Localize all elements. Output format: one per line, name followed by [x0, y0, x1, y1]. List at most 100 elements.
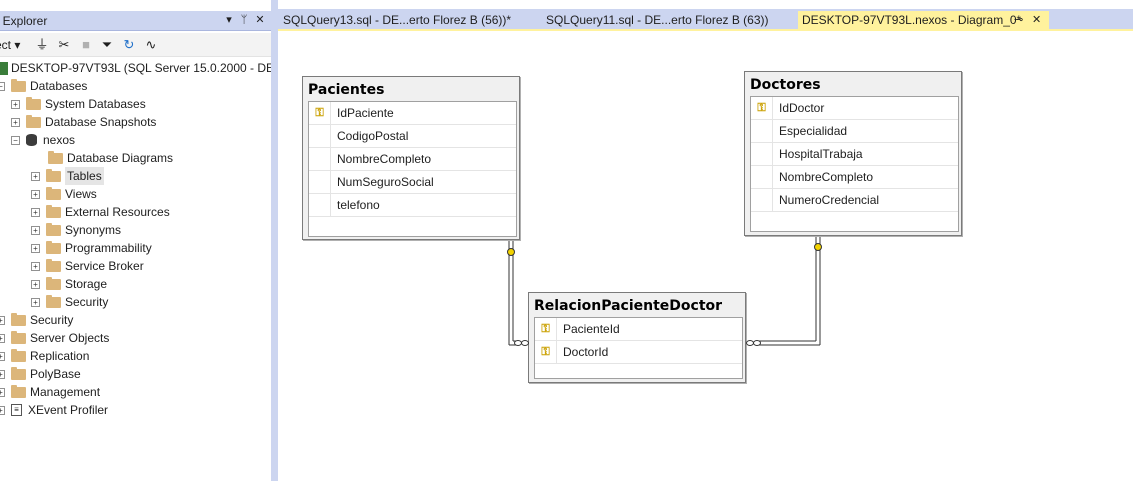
- close-icon[interactable]: ✕: [255, 14, 265, 26]
- column-name: DoctorId: [563, 345, 609, 359]
- refresh-icon[interactable]: ↻: [123, 37, 135, 52]
- pin-icon[interactable]: ⊸: [1014, 14, 1024, 26]
- folder-icon: [48, 150, 63, 164]
- close-icon[interactable]: ✕: [1032, 14, 1042, 26]
- column-row[interactable]: NombreCompleto: [751, 165, 958, 189]
- tree-node-server-objects[interactable]: + Server Objects: [0, 329, 109, 347]
- tree-node-label: DESKTOP-97VT93L (SQL Server 15.0.2000 - …: [11, 61, 271, 75]
- filter-icon[interactable]: ⏷: [101, 37, 113, 52]
- expand-icon[interactable]: +: [0, 333, 5, 343]
- column-row[interactable]: ⚿ IdDoctor: [751, 96, 958, 120]
- tree-node-polybase[interactable]: + PolyBase: [0, 365, 81, 383]
- expand-icon[interactable]: +: [0, 369, 5, 379]
- table-relacionpacientedoctor[interactable]: RelacionPacienteDoctor ⚿ PacienteId ⚿ Do…: [528, 292, 746, 383]
- tree-node-views[interactable]: + Views: [31, 185, 97, 203]
- folder-icon: [46, 222, 61, 236]
- column-row[interactable]: NumSeguroSocial: [309, 170, 516, 194]
- panel-splitter[interactable]: [271, 0, 278, 481]
- expand-icon[interactable]: +: [31, 207, 40, 217]
- primary-key-icon: ⚿: [757, 101, 766, 114]
- tree-node-database-diagrams[interactable]: Database Diagrams: [48, 149, 173, 167]
- primary-key-icon: ⚿: [541, 322, 550, 335]
- expand-icon[interactable]: +: [31, 261, 40, 271]
- window-position-dropdown-icon[interactable]: ▾: [226, 14, 232, 26]
- folder-icon: [46, 240, 61, 254]
- folder-icon: [46, 204, 61, 218]
- column-row[interactable]: ⚿ IdPaciente: [309, 101, 516, 125]
- folder-icon: [11, 312, 26, 326]
- expand-icon[interactable]: +: [11, 117, 20, 127]
- pin-icon[interactable]: ᛘ: [240, 14, 248, 26]
- tree-node-management[interactable]: + Management: [0, 383, 100, 401]
- stop-icon[interactable]: ■: [82, 37, 90, 52]
- activity-monitor-icon[interactable]: ∿: [145, 37, 157, 52]
- collapse-icon[interactable]: −: [11, 135, 20, 145]
- tree-node-storage[interactable]: + Storage: [31, 275, 107, 293]
- tree-node-server[interactable]: DESKTOP-97VT93L (SQL Server 15.0.2000 - …: [0, 59, 271, 77]
- tree-node-nexos[interactable]: − nexos: [11, 131, 75, 149]
- expand-icon[interactable]: +: [11, 99, 20, 109]
- tree-node-synonyms[interactable]: + Synonyms: [31, 221, 121, 239]
- tree-node-label: PolyBase: [30, 367, 81, 381]
- connect-dropdown[interactable]: ect ▾: [0, 38, 21, 52]
- expand-icon[interactable]: +: [0, 405, 5, 415]
- column-row[interactable]: Especialidad: [751, 119, 958, 143]
- disconnect-icon[interactable]: ✂: [58, 37, 70, 52]
- connect-plug-icon[interactable]: ⏚: [35, 37, 49, 52]
- column-name: CodigoPostal: [337, 129, 409, 143]
- expand-icon[interactable]: +: [31, 279, 40, 289]
- column-row[interactable]: NombreCompleto: [309, 147, 516, 171]
- column-row[interactable]: HospitalTrabaja: [751, 142, 958, 166]
- column-row[interactable]: NumeroCredencial: [751, 188, 958, 212]
- tab-label: DESKTOP-97VT93L.nexos - Diagram_0*: [802, 13, 1022, 27]
- folder-icon: [46, 276, 61, 290]
- tree-node-label: Management: [30, 385, 101, 399]
- tree-node-databases[interactable]: − Databases: [0, 77, 87, 95]
- table-doctores[interactable]: Doctores ⚿ IdDoctor Especialidad Hospita…: [744, 71, 962, 236]
- tree-node-programmability[interactable]: + Programmability: [31, 239, 152, 257]
- expand-icon[interactable]: +: [0, 315, 5, 325]
- folder-icon: [11, 78, 26, 92]
- tab-label: SQLQuery11.sql - DE...erto Florez B (63)…: [546, 13, 769, 27]
- expand-icon[interactable]: +: [31, 225, 40, 235]
- expand-icon[interactable]: +: [31, 243, 40, 253]
- tree-node-tables[interactable]: + Tables: [31, 167, 104, 185]
- tab-label: SQLQuery13.sql - DE...erto Florez B (56)…: [283, 13, 512, 27]
- tree-node-system-databases[interactable]: + System Databases: [11, 95, 146, 113]
- table-pacientes[interactable]: Pacientes ⚿ IdPaciente CodigoPostal Nomb…: [302, 76, 520, 240]
- column-row[interactable]: ⚿ DoctorId: [535, 340, 742, 364]
- table-title: RelacionPacienteDoctor: [534, 298, 723, 314]
- folder-icon: [26, 114, 41, 128]
- tree-node-replication[interactable]: + Replication: [0, 347, 89, 365]
- folder-icon: [46, 294, 61, 308]
- tree-node-label: Databases: [30, 79, 88, 93]
- column-row[interactable]: CodigoPostal: [309, 124, 516, 148]
- tree-node-label: Replication: [30, 349, 90, 363]
- expand-icon[interactable]: +: [31, 171, 40, 181]
- tree-node-label: Programmability: [65, 241, 152, 255]
- tab-sqlquery11[interactable]: SQLQuery11.sql - DE...erto Florez B (63)…: [546, 11, 769, 30]
- expand-icon[interactable]: +: [0, 351, 5, 361]
- column-row[interactable]: ⚿ PacienteId: [535, 317, 742, 341]
- primary-key-icon: ⚿: [541, 345, 550, 358]
- expand-icon[interactable]: +: [31, 297, 40, 307]
- column-grid: ⚿ IdPaciente CodigoPostal NombreCompleto…: [308, 101, 517, 237]
- tree-node-xevent-profiler[interactable]: + ≡ XEvent Profiler: [0, 401, 108, 419]
- tab-sqlquery13[interactable]: SQLQuery13.sql - DE...erto Florez B (56)…: [283, 11, 511, 30]
- column-row[interactable]: telefono: [309, 193, 516, 217]
- table-title: Doctores: [750, 77, 821, 93]
- tree-node-label: Service Broker: [65, 259, 144, 273]
- folder-icon: [11, 330, 26, 344]
- tree-node-security[interactable]: + Security: [0, 311, 73, 329]
- tree-node-label: Security: [65, 295, 109, 309]
- tree-node-external-resources[interactable]: + External Resources: [31, 203, 170, 221]
- tree-node-database-snapshots[interactable]: + Database Snapshots: [11, 113, 156, 131]
- collapse-icon[interactable]: −: [0, 81, 5, 91]
- tree-node-db-security[interactable]: + Security: [31, 293, 108, 311]
- tab-diagram[interactable]: DESKTOP-97VT93L.nexos - Diagram_0* ⊸ ✕: [798, 11, 1049, 30]
- expand-icon[interactable]: +: [0, 387, 5, 397]
- tree-node-label: System Databases: [45, 97, 146, 111]
- tree-node-service-broker[interactable]: + Service Broker: [31, 257, 144, 275]
- expand-icon[interactable]: +: [31, 189, 40, 199]
- column-name: IdDoctor: [779, 101, 825, 115]
